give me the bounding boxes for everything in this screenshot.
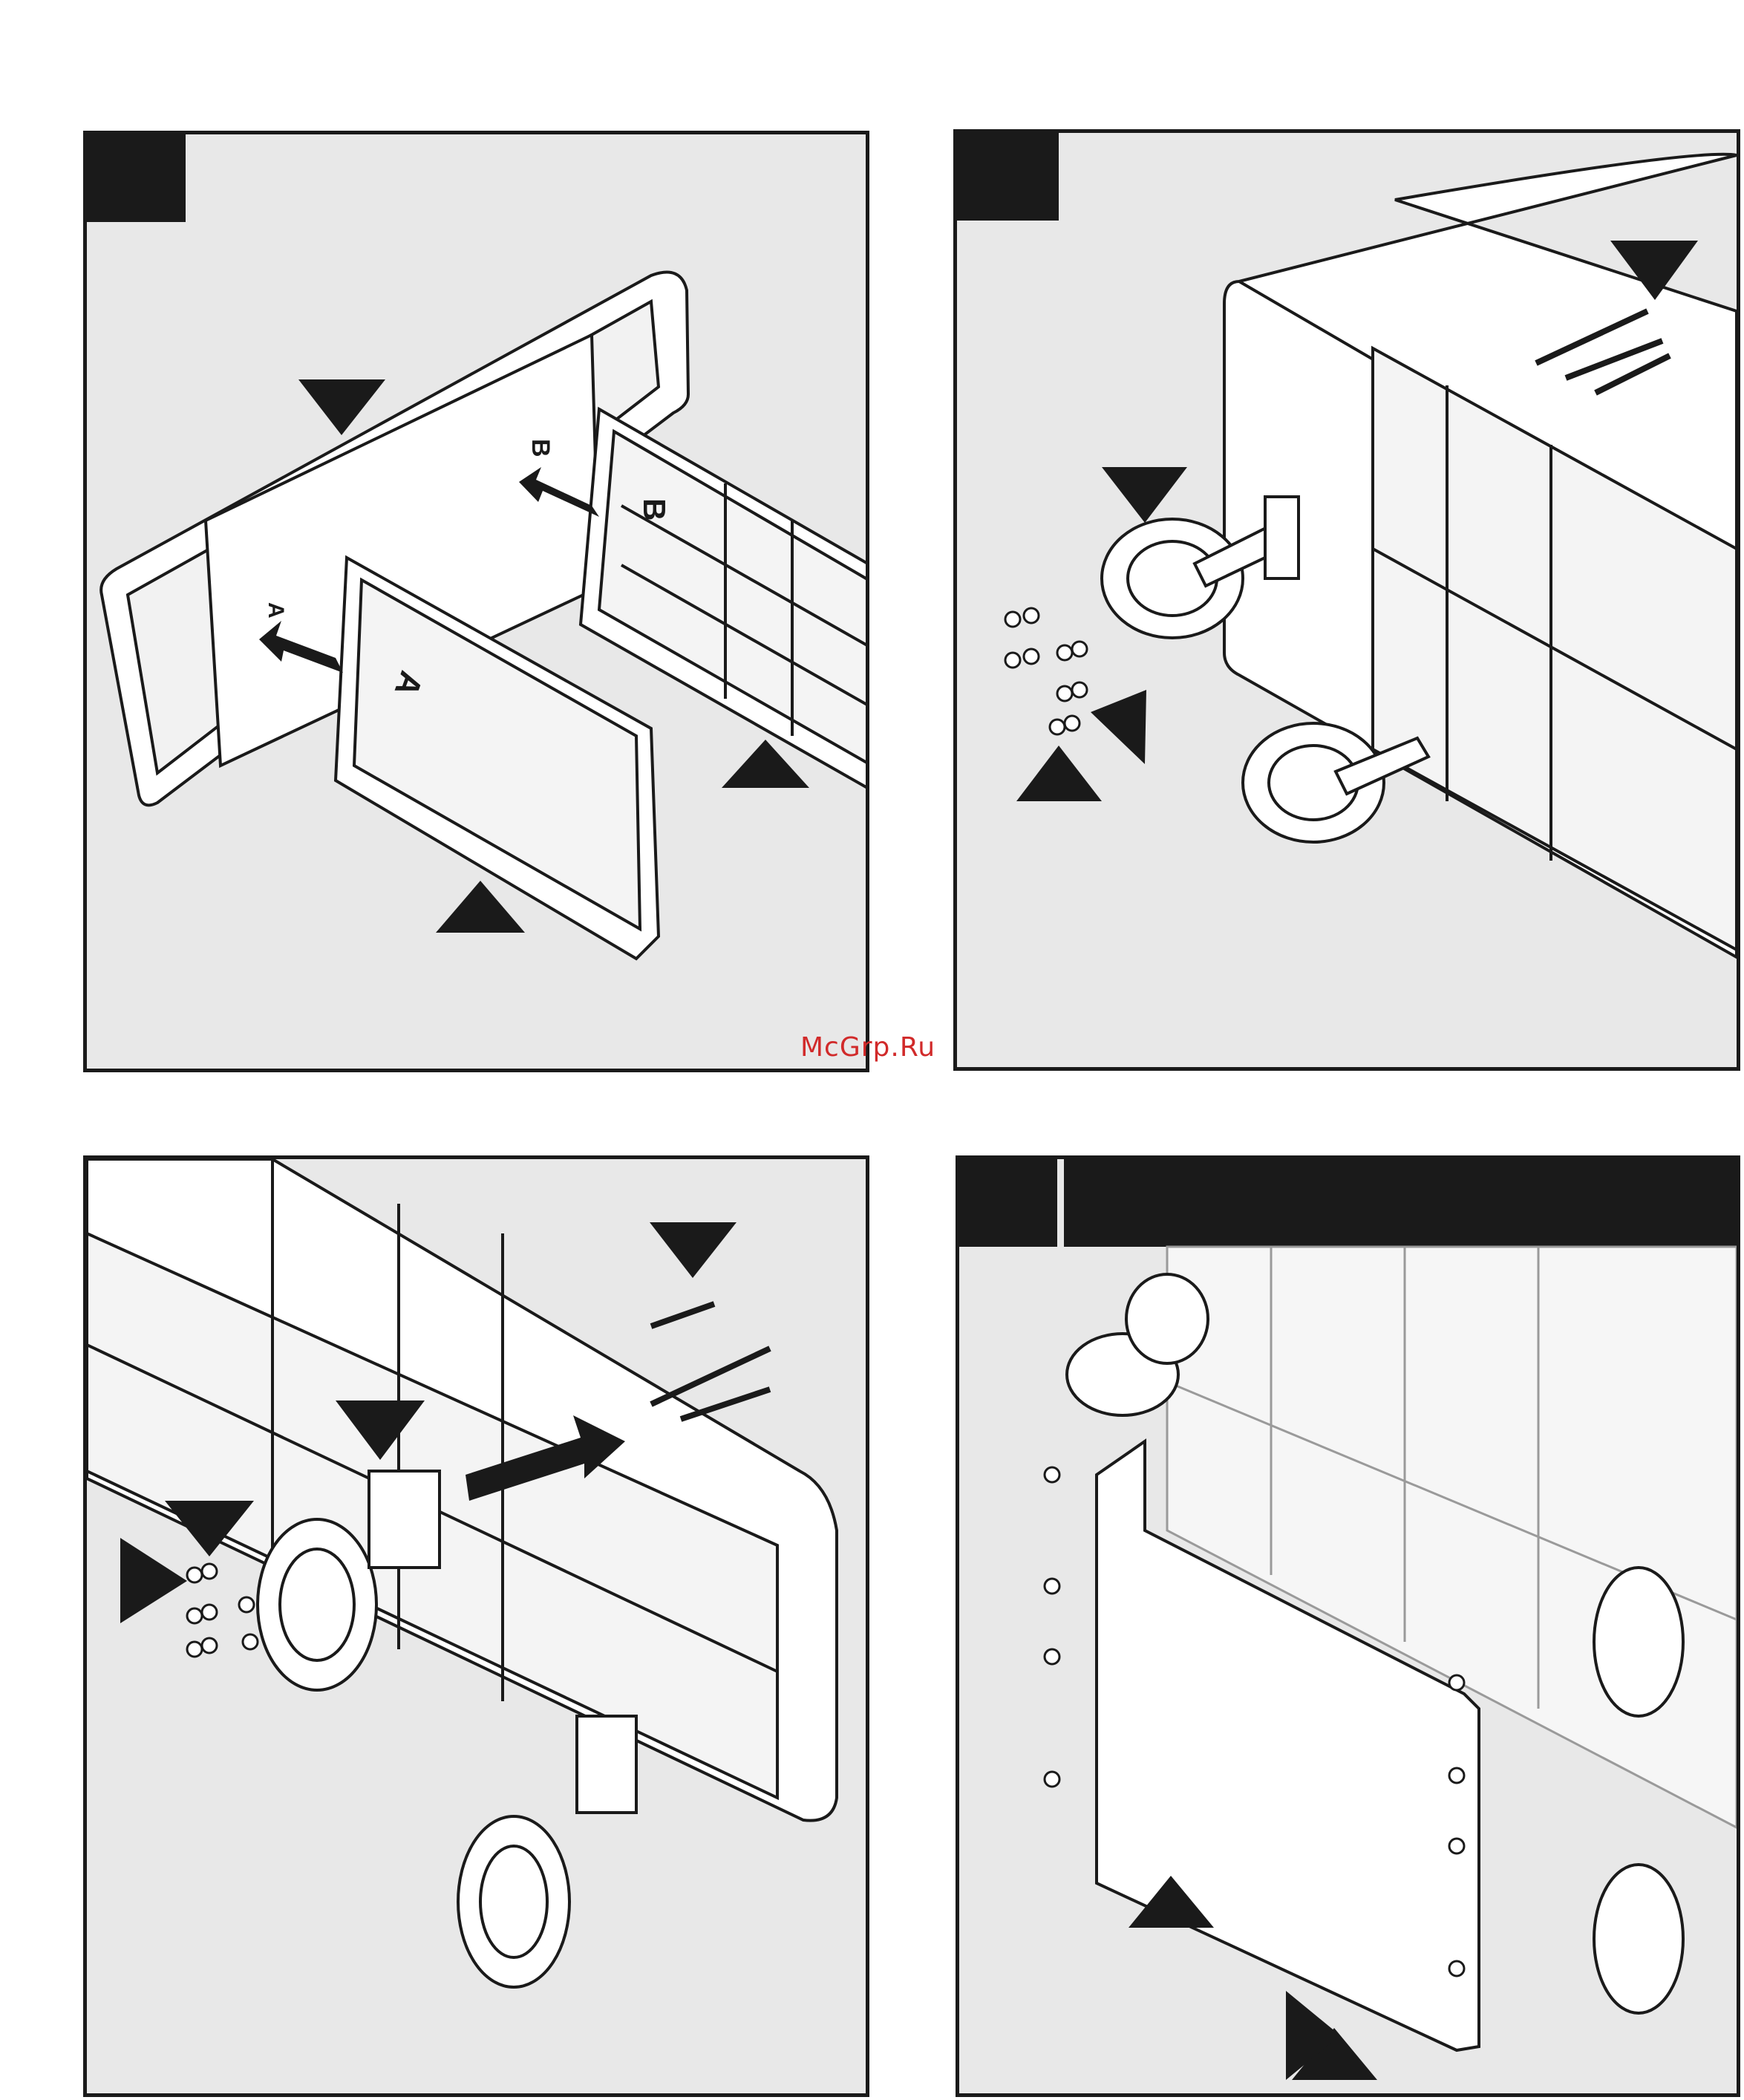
watermark-text: McGrp.Ru [800,1032,935,1063]
step-2-panel [953,129,1740,1071]
step-4-illustration [959,1159,1737,2093]
label-b-shelf: B [526,439,555,457]
callout-triangle-icon [1091,690,1146,764]
callout-triangle-icon [1102,467,1187,523]
step-3-illustration [87,1159,866,2093]
label-a-shelf: A [264,602,288,619]
caster-wheel [458,1716,636,1987]
callout-triangle-icon [1016,746,1102,801]
hardware [1005,608,1087,734]
callout-triangle-icon [436,881,525,933]
callout-triangle-icon [650,1222,737,1278]
step-2-illustration [957,133,1737,1067]
step-4-panel [956,1155,1740,2097]
step-1-illustration: B B A A [87,134,866,1069]
label-b-panel: B [637,498,672,521]
step-1-panel: B B A A [83,131,869,1072]
cart-shelf [87,1159,837,1821]
hardware [187,1564,258,1657]
callout-triangle-icon [120,1538,187,1623]
step-3-panel [83,1155,869,2097]
